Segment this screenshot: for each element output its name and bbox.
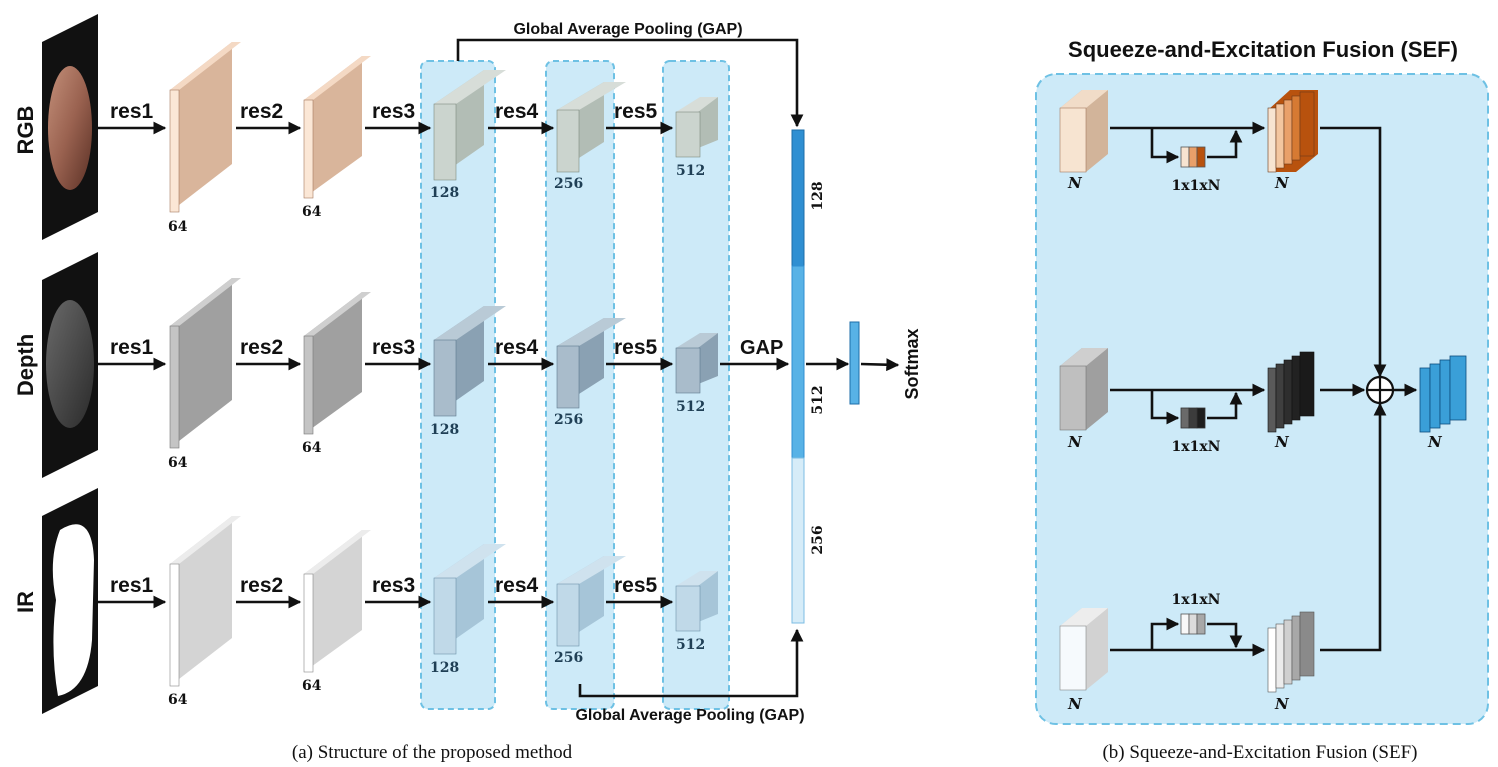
weight-label: 1x1xN (1172, 592, 1221, 608)
feature-block (303, 56, 371, 199)
gap-bottom-connector (578, 628, 804, 698)
feature-block (303, 292, 371, 435)
feature-block (556, 556, 626, 647)
sef-output-stack (1267, 351, 1315, 433)
fc-layer (849, 321, 860, 405)
dim-label: 64 (302, 678, 322, 694)
diagram-b: Squeeze-and-Excitation Fusion (SEF) N 1x… (1035, 37, 1489, 763)
fusion-line-bottom (1320, 402, 1387, 652)
fused-dim-label: 512 (810, 385, 826, 414)
sef-output-stack (1267, 611, 1315, 693)
n-label: N (1067, 174, 1083, 192)
feature-block (303, 530, 371, 673)
feature-block (433, 306, 506, 417)
rgb-row: res1 64 res2 64 res3 128 (98, 42, 718, 235)
res-label: res4 (495, 100, 539, 123)
res-label: res3 (372, 574, 415, 597)
feature-block (433, 70, 506, 181)
sef-fused-output (1419, 355, 1467, 433)
sum-operator-icon (1365, 375, 1395, 405)
caption-b: (b) Squeeze-and-Excitation Fusion (SEF) (1102, 742, 1417, 763)
fused-dim-label: 256 (810, 525, 826, 554)
dim-label: 256 (554, 650, 583, 666)
feature-block (675, 571, 718, 632)
fused-dim-label: 128 (810, 181, 826, 210)
n-label: N (1067, 695, 1083, 713)
dim-label: 64 (168, 219, 188, 235)
n-label: N (1427, 433, 1443, 451)
feature-block (675, 97, 718, 158)
weight-label: 1x1xN (1172, 178, 1221, 194)
res-label: res2 (240, 336, 283, 359)
n-label: N (1274, 174, 1290, 192)
dim-label: 64 (302, 440, 322, 456)
dim-label: 256 (554, 412, 583, 428)
dim-label: 128 (430, 422, 459, 438)
res-label: res1 (110, 336, 154, 359)
res-label: res4 (495, 574, 539, 597)
feature-block (556, 82, 626, 173)
dim-label: 512 (676, 399, 705, 415)
diagram-a: RGB Depth IR res1 64 res2 64 res3 (13, 14, 922, 763)
res-label: res2 (240, 574, 283, 597)
gap-top-label: Global Average Pooling (GAP) (513, 21, 742, 38)
res-label: res3 (372, 336, 415, 359)
modality-label: Depth (13, 334, 38, 396)
caption-a: (a) Structure of the proposed method (292, 742, 573, 763)
feature-block (556, 318, 626, 409)
res-label: res1 (110, 574, 154, 597)
n-label: N (1274, 695, 1290, 713)
feature-block (169, 516, 241, 687)
dim-label: 64 (302, 204, 322, 220)
dim-label: 128 (430, 185, 459, 201)
dim-label: 64 (168, 455, 188, 471)
feature-block (433, 544, 506, 655)
modality-label: IR (13, 591, 38, 613)
dim-label: 64 (168, 692, 188, 708)
res-label: res5 (614, 100, 658, 123)
face-image-depth (42, 252, 98, 478)
face-image-ir (42, 488, 98, 714)
sef-title: Squeeze-and-Excitation Fusion (SEF) (1068, 37, 1458, 62)
fusion-line-top (1320, 126, 1387, 378)
gap-bottom-label: Global Average Pooling (GAP) (575, 707, 804, 724)
dim-label: 512 (676, 163, 705, 179)
res-label: res4 (495, 336, 539, 359)
fused-feature-vector (791, 129, 805, 624)
res-label: res1 (110, 100, 154, 123)
weight-label: 1x1xN (1172, 439, 1221, 455)
dim-label: 512 (676, 637, 705, 653)
n-label: N (1274, 433, 1290, 451)
feature-block (169, 42, 241, 213)
res-label: res5 (614, 574, 658, 597)
n-label: N (1067, 433, 1083, 451)
feature-block (675, 333, 718, 394)
face-image-rgb (42, 14, 98, 240)
ir-row: res1 64 res2 64 res3 128 (98, 516, 718, 708)
sef-panel (1035, 73, 1489, 725)
dim-label: 128 (430, 660, 459, 676)
sef-output-stack (1267, 90, 1318, 173)
sef-rgb-branch: N 1x1xN N (1059, 90, 1318, 194)
softmax-label: Softmax (902, 328, 922, 399)
res-label: res2 (240, 100, 283, 123)
feature-block (169, 278, 241, 449)
sef-depth-branch: N 1x1xN N (1059, 348, 1315, 455)
res-label: res5 (614, 336, 658, 359)
res-label: res3 (372, 100, 415, 123)
depth-row: res1 64 res2 64 res3 128 (98, 278, 790, 471)
gap-mid-label: GAP (740, 337, 783, 359)
sef-ir-branch: N 1x1xN N (1059, 592, 1315, 713)
modality-label: RGB (13, 106, 38, 155)
dim-label: 256 (554, 176, 583, 192)
gap-top-connector (456, 38, 804, 128)
